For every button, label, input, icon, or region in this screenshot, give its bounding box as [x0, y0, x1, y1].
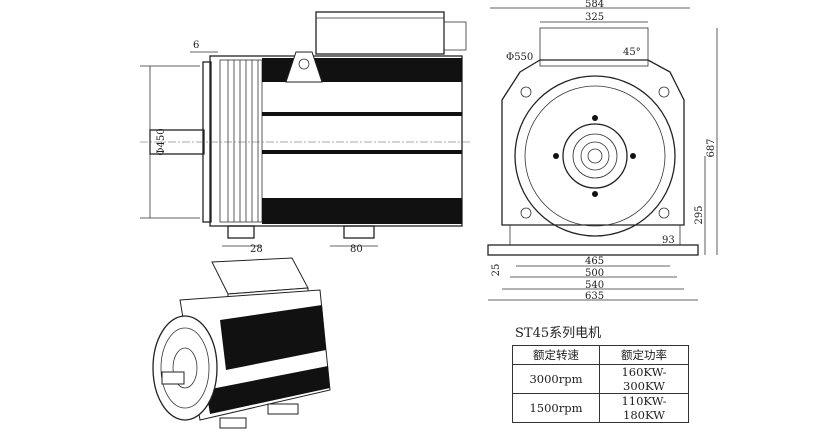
- front-view: 584 325 Φ550 45° 687 295 93 25 465 500 5…: [487, 0, 718, 302]
- table-header-row: 额定转速 额定功率: [512, 345, 689, 365]
- header-speed: 额定转速: [512, 345, 600, 365]
- dim-93: 93: [662, 235, 675, 246]
- cell-speed: 3000rpm: [512, 364, 600, 394]
- dim-465: 465: [585, 256, 604, 267]
- cell-power: 160KW-300KW: [599, 364, 689, 394]
- side-view: Φ450 6 28 80: [140, 11, 470, 255]
- dim-foot-width: 80: [350, 244, 363, 255]
- dim-diameter: Φ450: [156, 128, 167, 155]
- dim-687: 687: [706, 138, 717, 157]
- motor-body: [209, 55, 463, 227]
- spec-title: ST45系列电机: [515, 326, 602, 341]
- dim-circle: Φ550: [506, 52, 533, 63]
- cooling-fins: [227, 60, 259, 222]
- spec-table: 额定转速 额定功率 3000rpm 160KW-300KW 1500rpm 11…: [512, 345, 689, 423]
- table-row: 3000rpm 160KW-300KW: [512, 364, 689, 394]
- dim-540: 540: [585, 280, 604, 291]
- dim-flange: 6: [193, 40, 199, 51]
- base-plate: [487, 244, 699, 256]
- foot-right: [343, 225, 375, 239]
- header-power: 额定功率: [599, 345, 689, 365]
- dim-584: 584: [585, 0, 604, 10]
- foot-left: [227, 225, 255, 239]
- dim-325: 325: [585, 12, 604, 23]
- dim-25: 25: [491, 264, 502, 277]
- cell-speed: 1500rpm: [512, 393, 600, 423]
- cable-gland: [443, 21, 467, 51]
- dim-295: 295: [694, 205, 705, 224]
- terminal-box-front: [539, 27, 649, 67]
- dim-foot-offset: 28: [250, 244, 263, 255]
- dim-500: 500: [585, 268, 604, 279]
- table-row: 1500rpm 110KW-180KW: [512, 393, 689, 423]
- isometric-view: [152, 257, 331, 429]
- dim-angle: 45°: [623, 47, 641, 58]
- lifting-eye: [285, 51, 323, 83]
- cell-power: 110KW-180KW: [599, 393, 689, 423]
- dim-635: 635: [585, 291, 604, 302]
